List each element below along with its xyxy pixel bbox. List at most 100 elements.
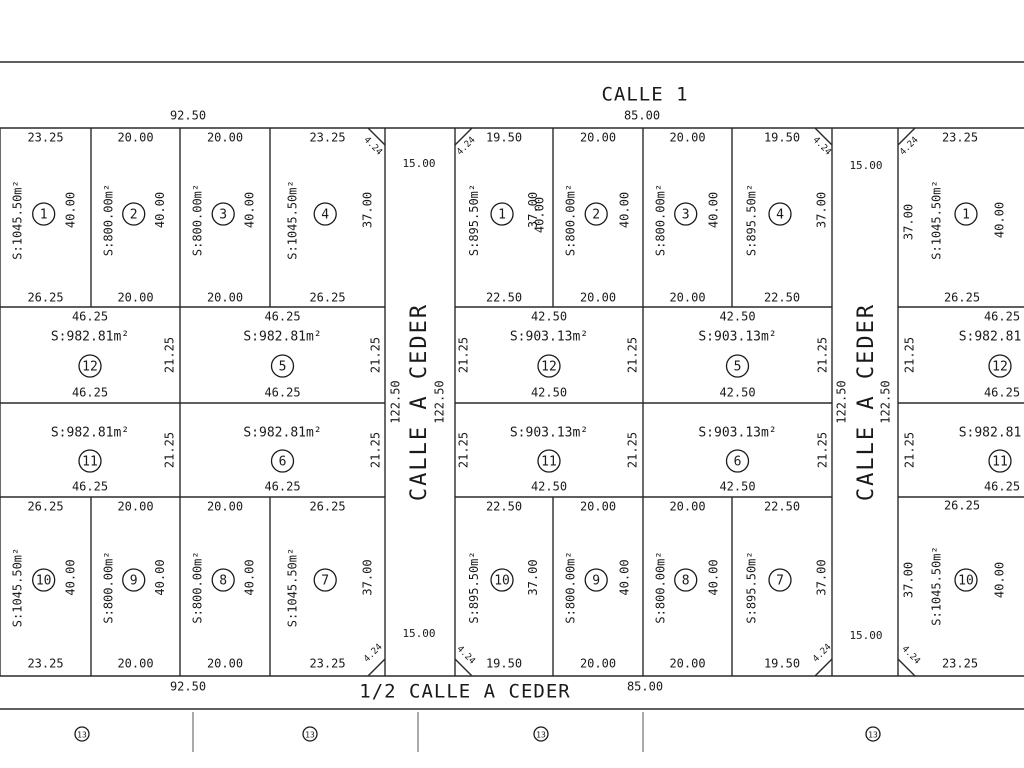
block-b-top-lot-1-area: S:895.50m² (467, 184, 481, 256)
block-b-mid-1-right-number: 5 (734, 360, 742, 375)
block-b-top-lot-3-top-dim: 20.00 (669, 131, 705, 145)
block-b-bottom-lot-3-number-circle (674, 568, 698, 592)
block-a-bottom-lot-1-side-dim: 40.00 (63, 559, 77, 595)
block-a-top-lot-2-bottom-dim: 20.00 (117, 291, 153, 305)
block-c-bottom-lot-number: 10 (958, 574, 974, 589)
corner-cut-label-b-sw: 4.24 (454, 644, 476, 666)
block-a-top-lot-2-area: S:800.00m² (101, 184, 115, 256)
block-c-bottom-lot-side2-dim: 40.00 (993, 562, 1007, 598)
street-width-east-bottom: 15.00 (849, 629, 882, 642)
block-c-mid-2-area: S:982.81 (959, 426, 1022, 441)
block-c-mid-1-top-dim: 46.25 (984, 310, 1020, 324)
block-a-mid-1-left-top-dim: 46.25 (72, 310, 108, 324)
block-a-bottom-lot-3-number-circle (211, 568, 235, 592)
block-a-mid-1-left-bottom-dim: 46.25 (72, 386, 108, 400)
block-c-mid-2-depth: 21.25 (903, 432, 917, 468)
block-b-mid-1-right-number-circle (725, 354, 750, 378)
block-a-top-lot-2-side-dim: 40.00 (153, 192, 167, 228)
block-a-mid-1-left-area: S:982.81m² (51, 330, 129, 345)
block-a-bottom-lot-1-top-dim: 26.25 (27, 500, 63, 514)
block-a-width-bottom: 92.50 (170, 680, 206, 694)
block-a-mid-1-left-number-circle (78, 354, 102, 378)
block-a-mid-2-left-bottom-dim: 46.25 (72, 480, 108, 494)
block-a-top-lot-4-bottom-dim: 26.25 (309, 291, 345, 305)
block-c-top-lot-side-dim: 37.00 (902, 204, 916, 240)
block-b-mid-1-right-area: S:903.13m² (698, 330, 776, 345)
block-a-mid-1-left-number: 12 (82, 360, 98, 375)
block-b-bottom-lot-2-bottom-dim: 20.00 (580, 657, 616, 671)
block-b-top-lot-1-number: 1 (498, 208, 506, 223)
block-a-mid-2-depth-1: 21.25 (163, 432, 177, 468)
block-b-bottom-lot-4-area: S:895.50m² (745, 551, 759, 623)
block-b-mid-1-left-top-dim: 42.50 (531, 310, 567, 324)
block-a-bottom-lot-2-area: S:800.00m² (101, 551, 115, 623)
block-b-mid-2-left-number: 11 (541, 455, 557, 470)
block-a-bottom-lot-4-area: S:1045.50m² (286, 548, 300, 627)
block-a-bottom-lot-3-area: S:800.00m² (191, 551, 205, 623)
street-length-a2: 122.50 (433, 380, 447, 423)
block-b-bottom-lot-4-top-dim: 22.50 (764, 500, 800, 514)
block-a-top-lot-3-top-dim: 20.00 (207, 131, 243, 145)
block-b-top-lot-2-area: S:800.00m² (564, 184, 578, 256)
block-c-top-lot-bottom-dim: 26.25 (944, 291, 980, 305)
block-b-corner-cut-nw (454, 127, 473, 146)
block-b-bottom-lot-3-number: 8 (682, 574, 690, 589)
block-b-top-lot-3-number: 3 (682, 208, 690, 223)
block-b-top-lot-3-number-circle (674, 202, 698, 226)
block-a-bottom-lot-4-bottom-dim: 23.25 (309, 657, 345, 671)
block-a-mid-2-left-number-circle (78, 449, 102, 473)
block-b-bottom-lot-2-number-circle (584, 568, 608, 592)
block-b-mid-2-right-area: S:903.13m² (698, 426, 776, 441)
block-c-top-lot-area: S:1045.50m² (930, 180, 944, 259)
block-b-corner-cut-se (814, 658, 833, 677)
block-b-top-lot-4-area: S:895.50m² (745, 184, 759, 256)
block-a-bottom-lot-4-number-circle (313, 568, 337, 592)
block-b-mid-2-depth-1: 21.25 (457, 432, 471, 468)
block-b-top-lot-3-area: S:800.00m² (653, 184, 667, 256)
block-b-mid-2-left-area: S:903.13m² (510, 426, 588, 441)
bottom-marker-2: 13 (305, 731, 315, 740)
block-b-top-lot-2-number: 2 (592, 208, 600, 223)
block-b-mid-1-left-area: S:903.13m² (510, 330, 588, 345)
block-a-mid-2-right-number: 6 (279, 455, 287, 470)
block-b-bottom-lot-1-side-dim: 37.00 (526, 559, 540, 595)
block-b-mid-1-depth-1: 21.25 (457, 337, 471, 373)
block-b-corner-cut-ne (814, 127, 833, 146)
block-a-top-lot-4-number-circle (313, 202, 337, 226)
block-b-top-lot-1-number-circle (490, 202, 514, 226)
block-c-mid-2-number-circle (988, 449, 1012, 473)
block-b-bottom-lot-3-bottom-dim: 20.00 (669, 657, 705, 671)
block-b-mid-1-right-top-dim: 42.50 (719, 310, 755, 324)
street-length-a1: 122.50 (389, 380, 403, 423)
block-c-mid-1-area: S:982.81 (959, 330, 1022, 345)
block-c-mid-2-number: 11 (992, 455, 1008, 470)
block-b-top-lot-4-top-dim: 19.50 (764, 131, 800, 145)
block-b-bottom-lot-1-number-circle (490, 568, 514, 592)
block-a-mid-1-depth-2: 21.25 (369, 337, 383, 373)
block-a-mid-1-right-bottom-dim: 46.25 (264, 386, 300, 400)
calle-1-label: CALLE 1 (601, 84, 688, 106)
block-a-bottom-lot-2-number: 9 (130, 574, 138, 589)
corner-cut-label-a-top: 4.24 (361, 135, 383, 157)
block-c-top-lot-top-dim: 23.25 (942, 131, 978, 145)
block-c-top-lot-number-circle (954, 202, 978, 226)
block-b-bottom-lot-4-bottom-dim: 19.50 (764, 657, 800, 671)
block-a-mid-2-left-area: S:982.81m² (51, 426, 129, 441)
half-street-label: 1/2 CALLE A CEDER (359, 681, 570, 703)
block-a-bottom-lot-2-top-dim: 20.00 (117, 500, 153, 514)
block-a-top-lot-1-top-dim: 23.25 (27, 131, 63, 145)
block-b-mid-2-left-bottom-dim: 42.50 (531, 480, 567, 494)
block-b-top-lot-2-side-dim: 40.00 (618, 192, 632, 228)
block-b-mid-1-left-bottom-dim: 42.50 (531, 386, 567, 400)
block-a-top-lot-2-number: 2 (130, 208, 138, 223)
block-b-mid-1-depth-3: 21.25 (816, 337, 830, 373)
block-a-bottom-lot-3-number: 8 (219, 574, 227, 589)
block-a-bottom-lot-1-number-circle (32, 568, 56, 592)
block-b-mid-2-depth-2: 21.25 (626, 432, 640, 468)
block-a-bottom-lot-4-side-dim: 37.00 (360, 559, 374, 595)
block-b-mid-1-right-bottom-dim: 42.50 (719, 386, 755, 400)
bottom-marker-4: 13 (868, 731, 878, 740)
block-b-bottom-lot-1-area: S:895.50m² (467, 551, 481, 623)
street-width-west-top: 15.00 (402, 157, 435, 170)
